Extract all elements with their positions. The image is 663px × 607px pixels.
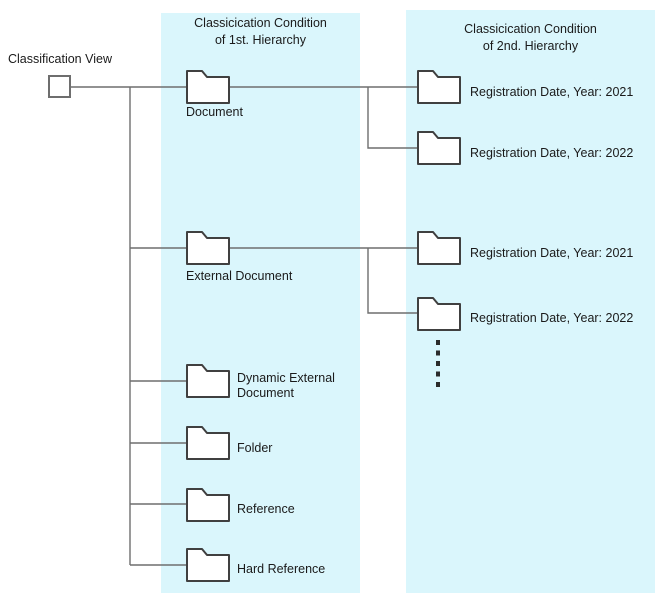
- hierarchy1-title-line1: Classicication Condition: [194, 16, 327, 30]
- folder-icon-dynamic-external-document: [186, 363, 230, 398]
- node-label-document: Document: [186, 105, 243, 119]
- folder-icon-reference: [186, 487, 230, 522]
- hierarchy2-title-line1: Classicication Condition: [464, 22, 597, 36]
- node-label-reference: Reference: [237, 502, 295, 516]
- node-label-reg-2021-document: Registration Date, Year: 2021: [470, 85, 634, 99]
- node-label-folder: Folder: [237, 441, 273, 455]
- folder-icon-reg-2021-document: [417, 69, 461, 104]
- node-label-reg-2022-external: Registration Date, Year: 2022: [470, 311, 634, 325]
- node-label-reg-2022-document: Registration Date, Year: 2022: [470, 146, 634, 160]
- folder-icon-reg-2022-document: [417, 130, 461, 165]
- folder-icon-hard-reference: [186, 547, 230, 582]
- hierarchy1-title-line2: of 1st. Hierarchy: [214, 33, 306, 47]
- folder-icon-document: [186, 69, 230, 104]
- hierarchy1-title: Classicication Condition of 1st. Hierarc…: [161, 15, 360, 49]
- folder-icon-folder: [186, 425, 230, 460]
- node-label-reg-2021-external: Registration Date, Year: 2021: [470, 246, 634, 260]
- hierarchy2-panel: [406, 10, 655, 593]
- root-node-box: [48, 75, 71, 98]
- folder-icon-external-document: [186, 230, 230, 265]
- root-label: Classification View: [8, 52, 112, 66]
- node-label-dynamic-external-document: Dynamic External Document: [237, 371, 335, 400]
- node-label-hard-reference: Hard Reference: [237, 562, 326, 576]
- folder-icon-reg-2021-external: [417, 230, 461, 265]
- hierarchy2-title: Classicication Condition of 2nd. Hierarc…: [406, 21, 655, 55]
- hierarchy2-title-line2: of 2nd. Hierarchy: [482, 39, 579, 53]
- node-label-external-document: External Document: [186, 269, 293, 283]
- folder-icon-reg-2022-external: [417, 296, 461, 331]
